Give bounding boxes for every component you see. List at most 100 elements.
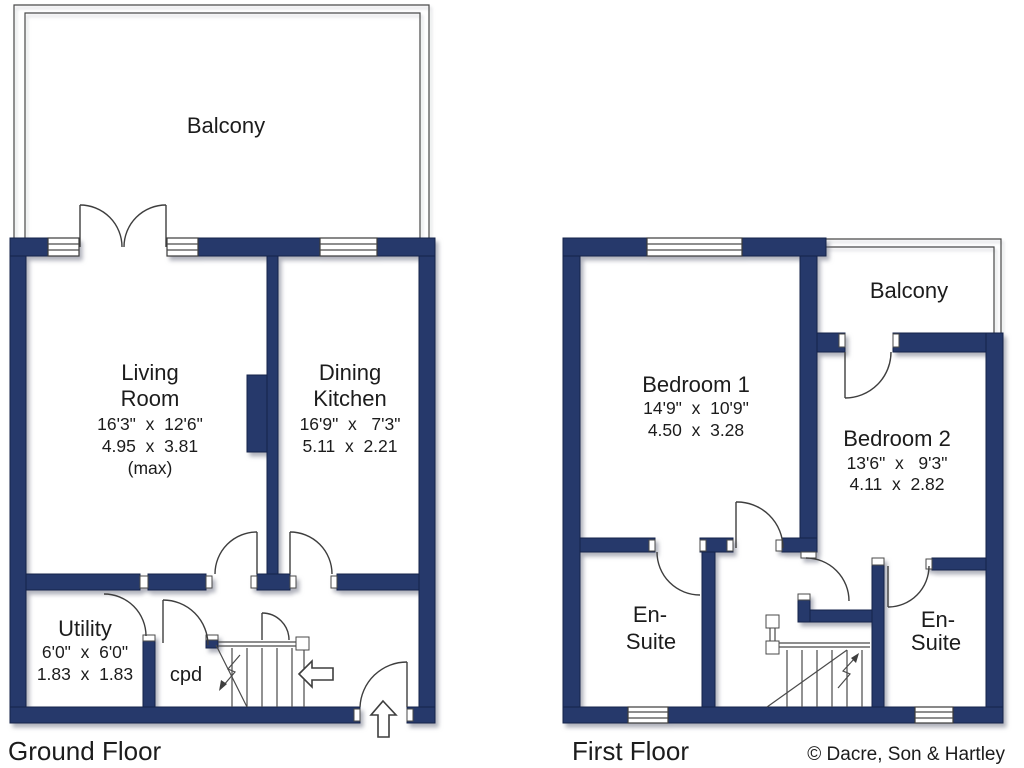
gf-stair-bolt-arrowhead	[219, 680, 227, 691]
gf-jamb-utility-wall	[139, 575, 149, 589]
ff-wall-bed1-bottom-seg3	[781, 537, 818, 553]
ff-ensuite-right-label-1: En-	[921, 607, 955, 632]
ff-jamb-balcony-left	[838, 333, 846, 348]
gf-wall-top-seg2	[197, 237, 321, 257]
ff-jamb-bed2-door-bottom	[797, 593, 811, 601]
gf-cpd-door-arc	[162, 599, 209, 646]
ff-ensuite-left-label-1: En-	[633, 602, 667, 627]
ground-floor-plan: Balcony Living Room 16'3" x 12'6" 4.95 x…	[8, 4, 436, 766]
gf-window-2	[166, 237, 199, 257]
ff-bedroom2-label: Bedroom 2	[843, 426, 951, 451]
ff-bedroom2-metric: 4.11 x 2.82	[849, 474, 944, 494]
gf-dining-kitchen-door	[289, 531, 333, 575]
gf-living-room-imperial: 16'3" x 12'6"	[97, 414, 203, 434]
ff-balcony-inner-line	[826, 246, 995, 334]
gf-dining-kitchen-imperial: 16'9" x 7'3"	[300, 414, 401, 434]
ff-jamb-bed2-door-top	[800, 551, 817, 559]
gf-stairs	[215, 636, 310, 708]
ff-balcony-outer-line	[826, 238, 1002, 334]
ff-jamb-ensuite2-wall	[871, 557, 885, 566]
gf-jamb-front-left	[353, 708, 361, 722]
ff-newel-post-1	[765, 614, 780, 629]
gf-living-room-door	[214, 531, 258, 575]
gf-entrance-arrow	[369, 699, 398, 738]
gf-living-room-metric: 4.95 x 3.81	[102, 436, 198, 456]
gf-utility-label: Utility	[58, 616, 112, 641]
ff-wall-top-seg2	[741, 237, 827, 257]
ff-jamb-balcony-right	[892, 333, 900, 348]
gf-wall-hall-seg2	[147, 573, 207, 591]
ff-balcony-label: Balcony	[870, 278, 948, 303]
first-floor-title: First Floor	[572, 736, 689, 766]
ff-wall-bed2-bottom	[931, 557, 987, 571]
ff-wall-ensuite-right-divider	[871, 557, 885, 708]
gf-wall-utility-right	[142, 634, 156, 708]
ff-ensuite-right-arc	[887, 565, 930, 608]
gf-french-left-arc	[79, 204, 123, 248]
gf-french-doors	[79, 204, 167, 248]
ff-doors	[656, 351, 930, 608]
ff-bedroom1-door	[735, 501, 784, 549]
ff-stair-bolt	[837, 657, 856, 689]
gf-french-right-arc	[123, 204, 167, 248]
gf-wall-right	[418, 237, 436, 724]
ff-window-bottom-right	[914, 706, 954, 724]
gf-newel-post	[295, 636, 310, 651]
gf-stairs-up-arrow	[297, 659, 334, 689]
gf-front-door	[359, 661, 408, 708]
gf-jamb-front-right	[406, 708, 414, 722]
gf-balcony-label: Balcony	[187, 113, 265, 138]
ff-stair-break-line	[766, 649, 848, 708]
gf-wall-top-seg3	[376, 237, 436, 257]
gf-doors	[79, 204, 408, 708]
gf-jamb-utility-top	[142, 634, 156, 642]
gf-wall-top-seg1	[9, 237, 49, 257]
ff-stair-bolt-arrowhead	[851, 653, 859, 663]
copyright-notice: © Dacre, Son & Hartley	[807, 744, 1005, 765]
ff-balcony-door	[844, 351, 892, 399]
ff-ensuite-right-door	[887, 565, 930, 608]
gf-living-room-label-2: Room	[121, 386, 180, 411]
gf-living-door-arc	[214, 531, 258, 575]
gf-utility-metric: 1.83 x 1.83	[37, 664, 133, 684]
ff-balcony-door-arc	[844, 351, 892, 399]
gf-window-1	[47, 237, 80, 257]
ff-jamb-bed1-door-right	[775, 539, 783, 552]
gf-balcony-outline	[13, 4, 430, 240]
gf-jamb-dining-door	[330, 575, 338, 589]
ff-ensuite-right-label-2: Suite	[911, 630, 961, 655]
ff-stairs	[765, 614, 870, 708]
ff-newel-post-2	[765, 640, 780, 655]
ff-window-top	[646, 237, 743, 257]
gf-wall-bottom-seg1	[9, 706, 361, 724]
ff-jamb-bed1-door-left	[726, 539, 734, 552]
ff-bedroom1-metric: 4.50 x 3.28	[648, 420, 744, 440]
gf-dining-kitchen-label-1: Dining	[319, 360, 381, 385]
ff-wall-left	[562, 237, 581, 724]
gf-balcony-outer-line	[13, 4, 430, 240]
gf-utility-door-arc	[103, 593, 147, 637]
gf-utility-imperial: 6'0" x 6'0"	[42, 642, 128, 662]
gf-stair-winder-door	[261, 612, 290, 641]
gf-dining-kitchen-label-2: Kitchen	[313, 386, 386, 411]
ff-ensuite-left-label-2: Suite	[626, 629, 676, 654]
ff-wall-ensuite-left-divider	[701, 551, 716, 708]
ff-walls	[562, 237, 1004, 724]
ff-bedroom1-label: Bedroom 1	[642, 372, 750, 397]
ff-bedroom1-imperial: 14'9" x 10'9"	[643, 398, 749, 418]
gf-dining-door-arc	[289, 531, 333, 575]
ff-balcony-outline	[826, 238, 1002, 334]
gf-living-room-label-1: Living	[121, 360, 178, 385]
gf-dining-kitchen-metric: 5.11 x 2.21	[302, 436, 397, 456]
gf-winder-arc	[261, 612, 290, 641]
ff-jamb-ensuite-door-left	[648, 539, 656, 552]
gf-jamb-cpd	[205, 634, 219, 641]
gf-wall-hall-stub	[256, 573, 291, 591]
ff-wall-bottom-seg2	[667, 706, 916, 724]
first-floor-plan: Bedroom 1 14'9" x 10'9" 4.50 x 3.28 Balc…	[562, 237, 1004, 766]
ground-floor-title: Ground Floor	[8, 736, 162, 766]
ff-wall-bed1-bottom-seg1	[579, 537, 656, 553]
ff-wall-bottom-seg3	[952, 706, 1004, 724]
